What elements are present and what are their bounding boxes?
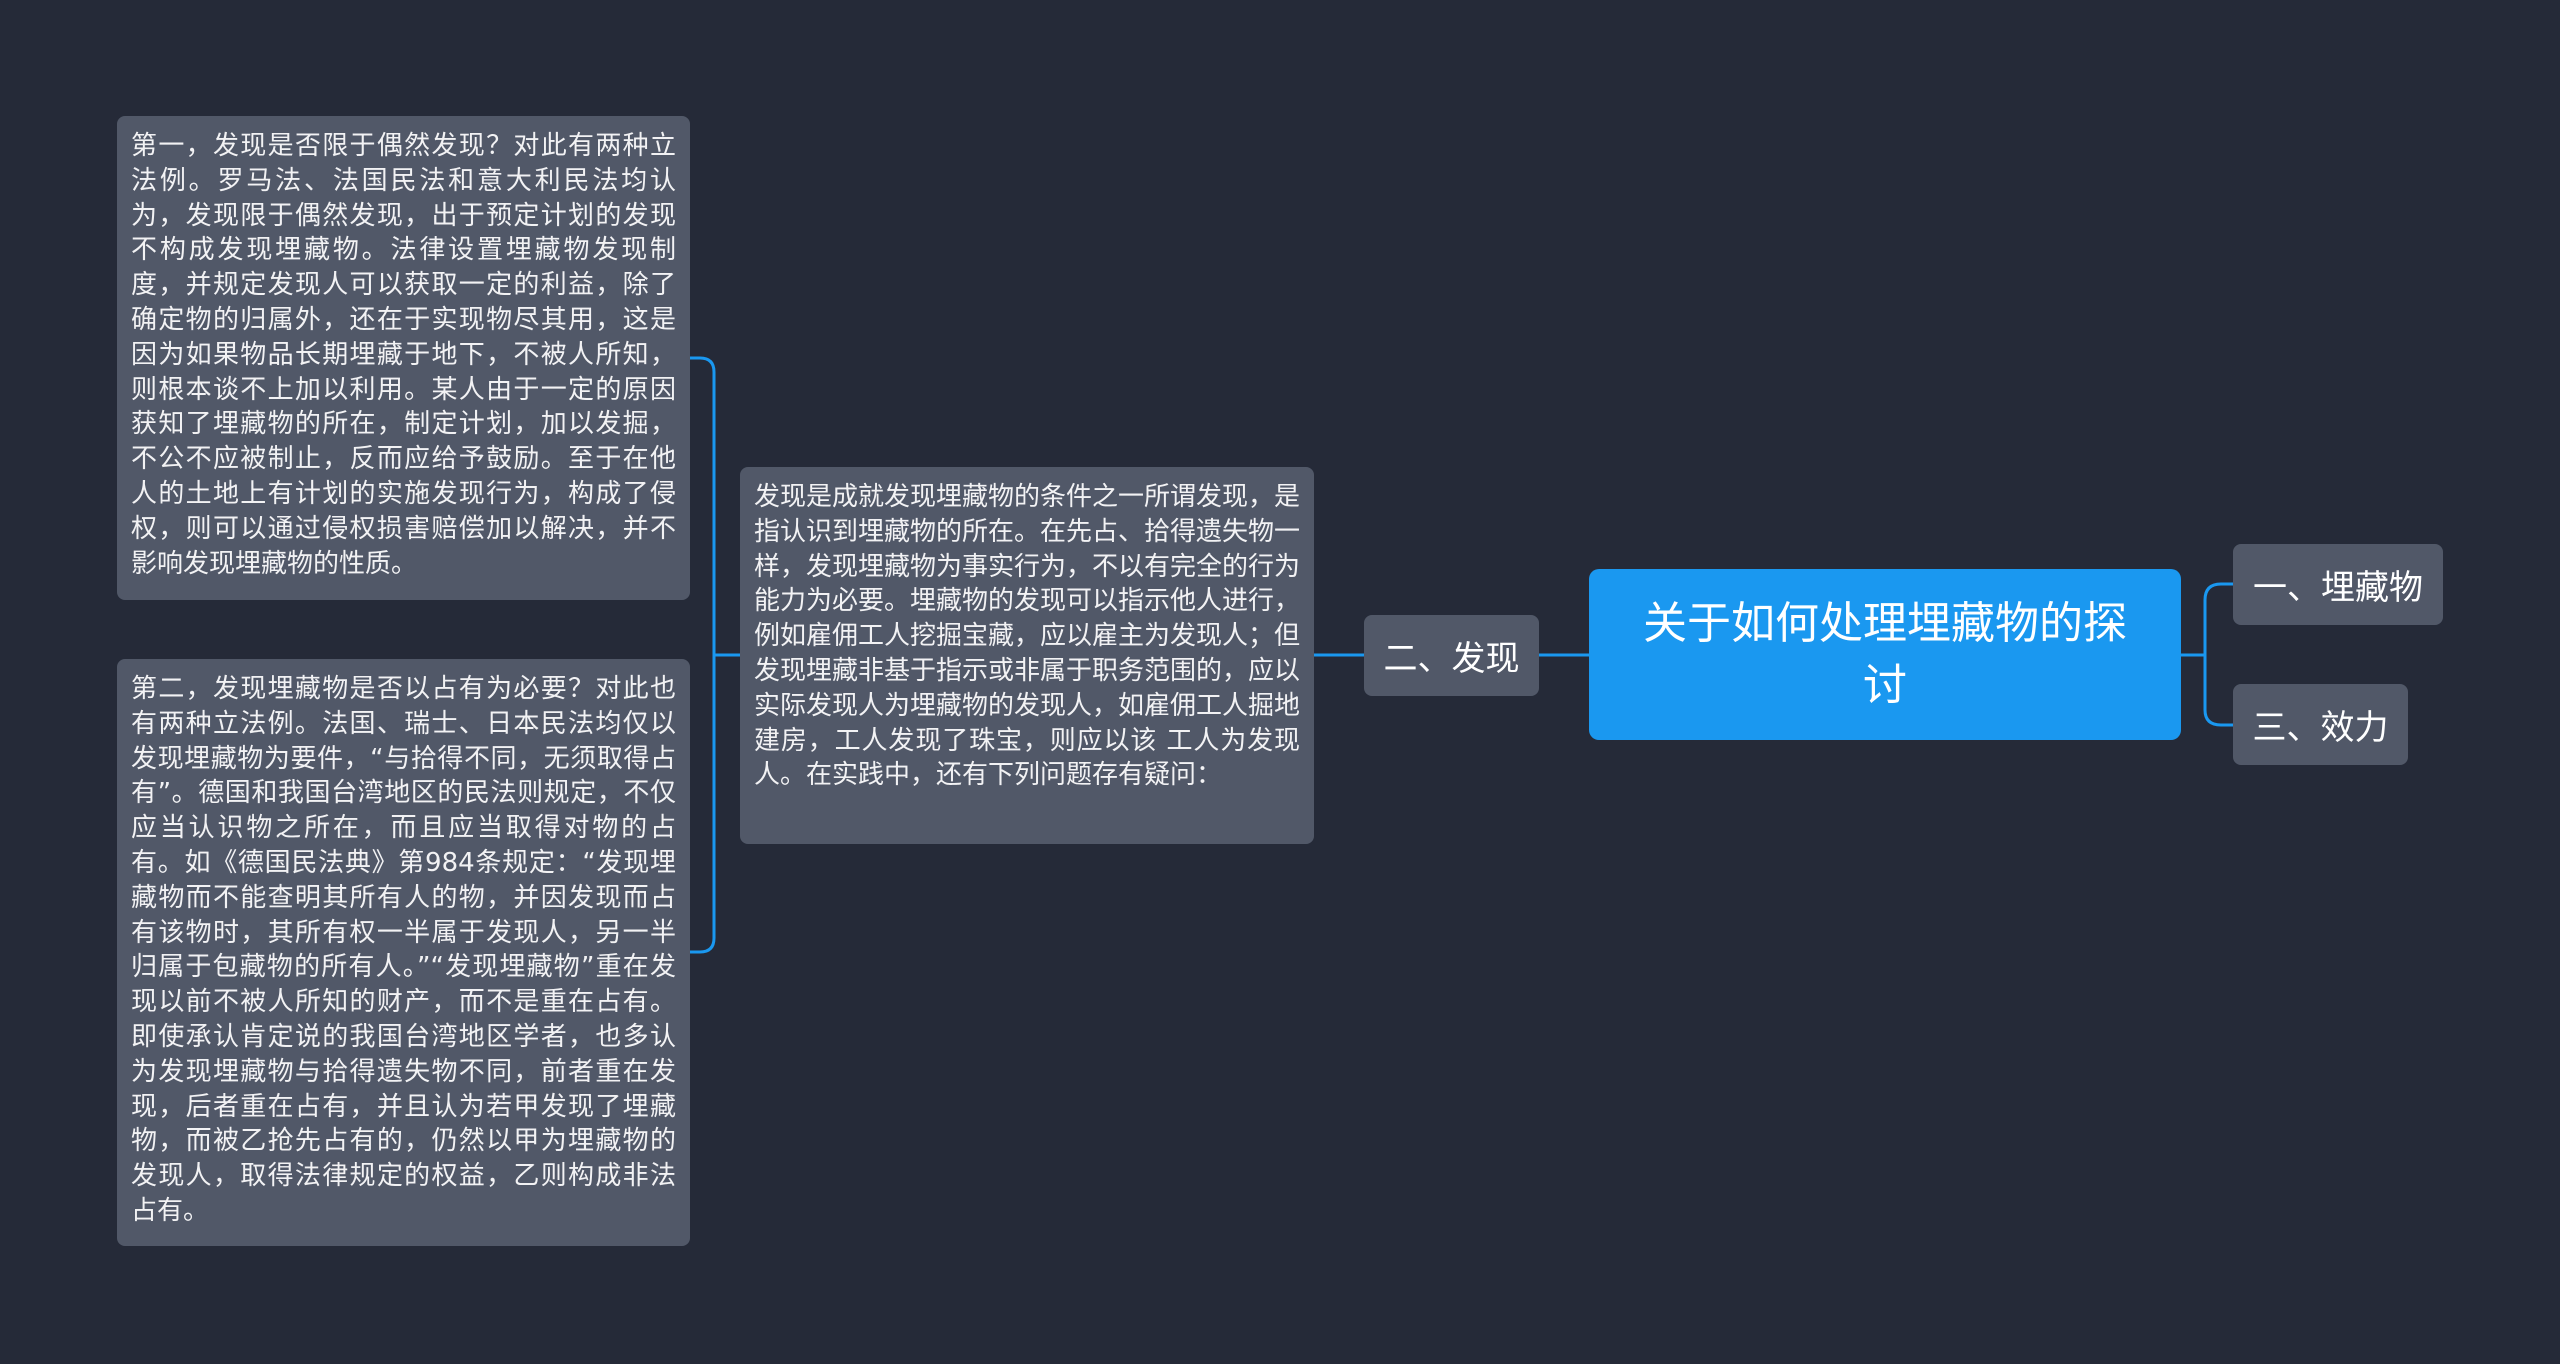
branch-discovery[interactable]: 二、发现 [1364, 615, 1539, 696]
discovery-point-first-node[interactable]: 第一，发现是否限于偶然发现？对此有两种立法例。罗马法、法国民法和意大利民法均认为… [117, 116, 690, 600]
root-title: 关于如何处理埋藏物的探讨 [1643, 597, 2127, 711]
connector-intro-to-points [690, 356, 740, 954]
discovery-point-second-text: 第二，发现埋藏物是否以占有为必要？对此也有两种立法例。法国、瑞士、日本民法均仅以… [131, 674, 676, 1226]
branch-buried-property-label: 一、埋藏物 [2253, 568, 2423, 608]
branch-effect[interactable]: 三、效力 [2233, 684, 2408, 765]
root-topic[interactable]: 关于如何处理埋藏物的探讨 [1589, 569, 2181, 740]
branch-effect-label: 三、效力 [2252, 708, 2389, 748]
discovery-intro-node[interactable]: 发现是成就发现埋藏物的条件之一所谓发现，是指认识到埋藏物的所在。在先占、拾得遗失… [740, 467, 1314, 844]
discovery-point-second-node[interactable]: 第二，发现埋藏物是否以占有为必要？对此也有两种立法例。法国、瑞士、日本民法均仅以… [117, 659, 690, 1246]
branch-buried-property[interactable]: 一、埋藏物 [2233, 544, 2443, 625]
discovery-intro-text: 发现是成就发现埋藏物的条件之一所谓发现，是指认识到埋藏物的所在。在先占、拾得遗失… [754, 482, 1301, 791]
connector-root-to-right [2181, 582, 2233, 727]
discovery-point-first-text: 第一，发现是否限于偶然发现？对此有两种立法例。罗马法、法国民法和意大利民法均认为… [131, 131, 676, 579]
branch-discovery-label: 二、发现 [1383, 639, 1520, 679]
